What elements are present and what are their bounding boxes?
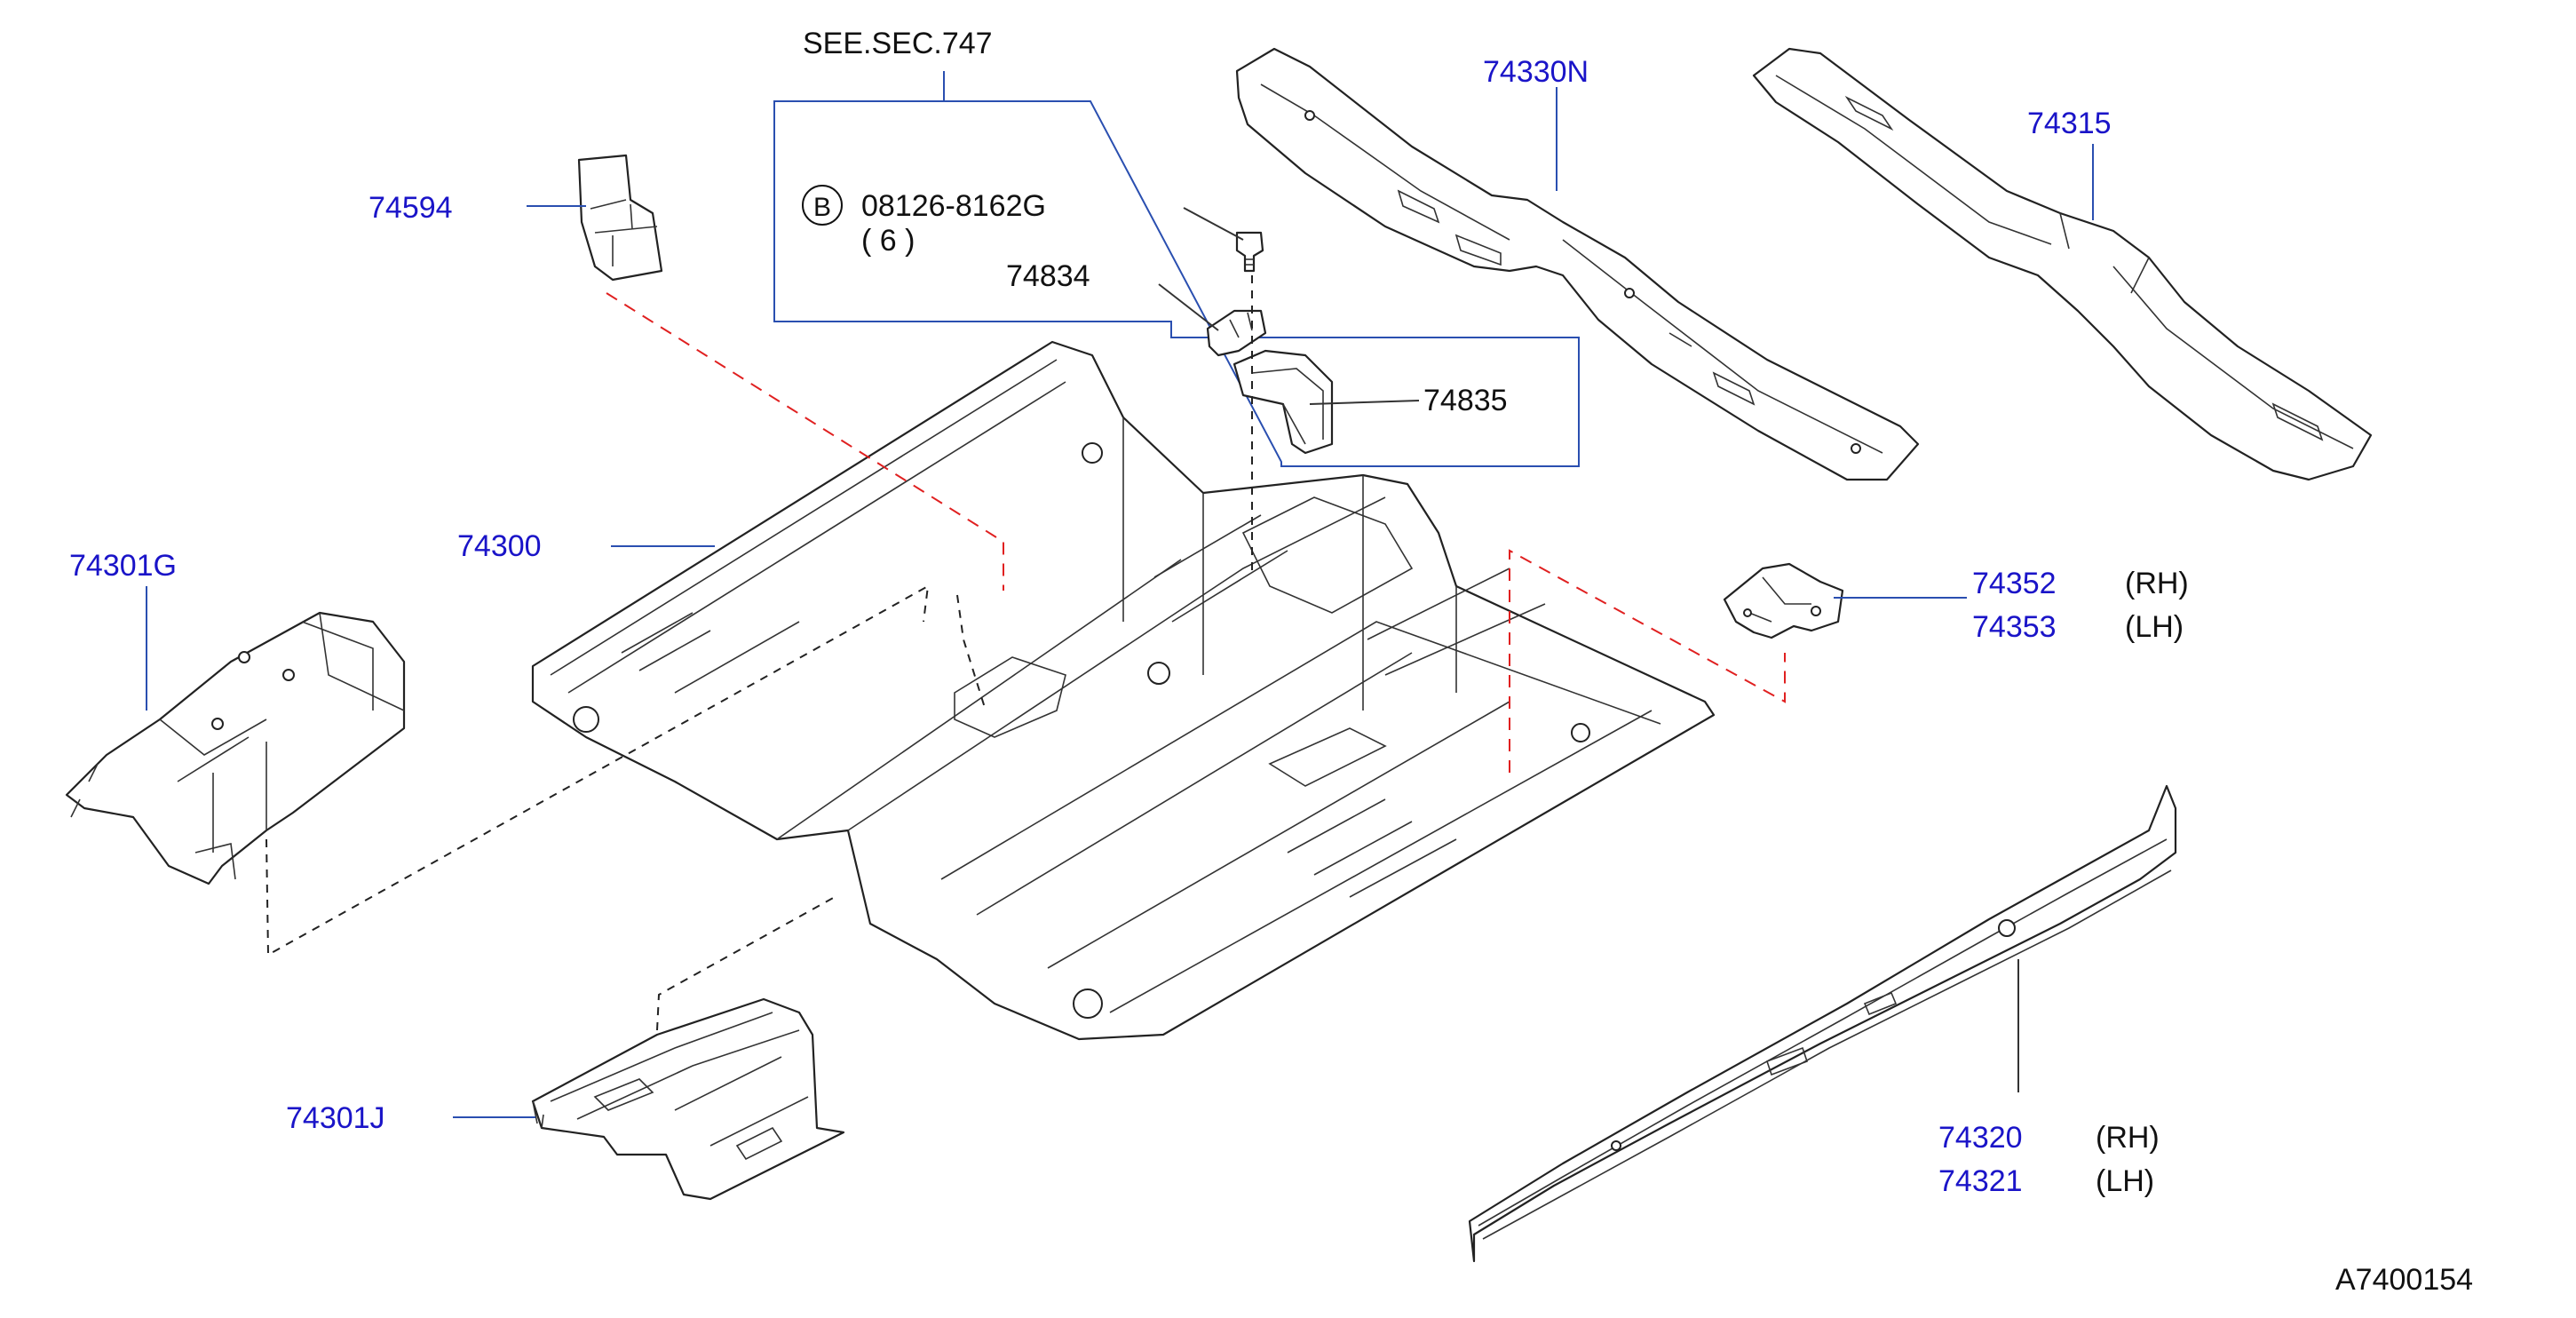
part-side-74352: (RH): [2125, 567, 2189, 600]
part-label-74330N: 74330N: [1483, 55, 1589, 89]
part-74301J: [531, 997, 845, 1201]
part-side-74353: (LH): [2125, 610, 2184, 644]
part-74352-74353: [1723, 562, 1844, 639]
part-label-74301J: 74301J: [286, 1101, 385, 1135]
alignment-lines-red: [606, 292, 1786, 773]
part-74330N: [1235, 47, 1920, 481]
part-74834: [1206, 309, 1267, 357]
reference-label: SEE.SEC.747: [803, 27, 993, 60]
diagram-id: A7400154: [2335, 1263, 2473, 1297]
part-side-74320: (RH): [2096, 1121, 2160, 1155]
bolt-part-number: 08126-8162G: [861, 189, 1046, 223]
part-label-74315: 74315: [2027, 107, 2112, 140]
leader-lines: [146, 87, 2094, 1118]
part-label-74835: 74835: [1423, 384, 1508, 417]
bolt-badge-circle: [802, 185, 843, 226]
part-74315: [1752, 47, 2373, 481]
part-label-74301G: 74301G: [69, 549, 177, 583]
part-74594: [577, 154, 663, 282]
part-label-74352: 74352: [1972, 567, 2057, 600]
alignment-lines-black: [266, 275, 1253, 1031]
bolt-badge-letter: B: [813, 193, 831, 222]
part-label-74594: 74594: [369, 191, 453, 225]
part-label-74834: 74834: [1006, 259, 1090, 293]
floor-panel-74300: [531, 340, 1716, 1041]
bolt-quantity: ( 6 ): [861, 224, 915, 258]
part-bolt: [1235, 231, 1264, 273]
part-label-74300: 74300: [457, 529, 542, 563]
part-label-74320: 74320: [1938, 1121, 2023, 1155]
part-74301G: [65, 611, 406, 885]
part-label-74321: 74321: [1938, 1164, 2023, 1198]
part-side-74321: (LH): [2096, 1164, 2154, 1198]
part-74835: [1233, 349, 1334, 455]
part-74320-74321: [1468, 784, 2177, 1263]
labels: SEE.SEC.747 B 08126-8162G ( 6 ) 74594 74…: [69, 27, 2473, 1297]
part-label-74353: 74353: [1972, 610, 2057, 644]
